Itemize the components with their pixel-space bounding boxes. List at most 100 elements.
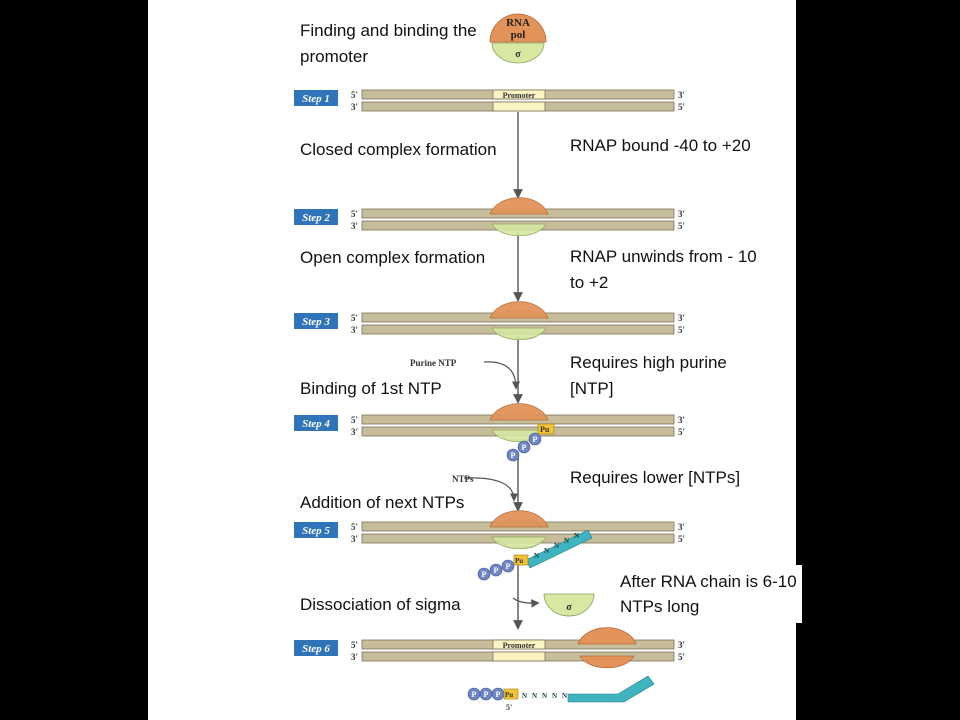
promoter-box-bottom <box>492 101 546 112</box>
rna-base-n-step5: N <box>574 532 579 540</box>
dna-5prime-top: 5' <box>351 640 358 650</box>
phosphate-3-step6: P <box>491 687 505 701</box>
rna-base-n-step6: N <box>562 692 567 700</box>
dna-5prime-bottom: 5' <box>678 652 685 662</box>
step-badge-text: Step 2 <box>302 212 330 224</box>
dna-3prime-top: 3' <box>678 415 685 425</box>
step-badge-4: Step 4 <box>294 415 338 431</box>
promoter-label: Promoter <box>503 91 536 100</box>
promoter-box-top <box>492 639 546 650</box>
purine-pu-label-step4: Pu <box>540 425 550 434</box>
dna-5prime-top: 5' <box>351 209 358 219</box>
dna-5prime-bottom: 5' <box>678 102 685 112</box>
step-badge-bg <box>294 415 338 431</box>
label-unwinds: RNAP unwinds from - 10 to +2 <box>570 247 757 292</box>
dna-3prime-top: 3' <box>678 640 685 650</box>
label-next-ntps: Addition of next NTPs <box>300 493 465 512</box>
step-badge-text: Step 5 <box>302 525 330 537</box>
dna-3prime-bottom: 3' <box>351 325 358 335</box>
bound-rnap-top <box>489 301 549 319</box>
dna-5prime-bottom: 5' <box>678 427 685 437</box>
ntps-label: NTPs <box>452 474 474 484</box>
sigma-label: σ <box>515 49 521 60</box>
rna-chain-step5 <box>525 529 593 569</box>
step-badge-text: Step 4 <box>302 418 330 430</box>
bound-rnap-top <box>489 197 549 215</box>
released-sigma <box>543 593 595 617</box>
bound-sigma <box>491 223 547 237</box>
rna-base-n-step6: N <box>552 692 557 700</box>
rna-transcript-step6 <box>567 675 655 703</box>
rna-5prime-label: 5' <box>506 703 512 712</box>
dna-3prime-top: 3' <box>678 209 685 219</box>
phosphate-circle <box>528 432 542 446</box>
dna-3prime-bottom: 3' <box>351 534 358 544</box>
promoter-box-top <box>492 89 546 100</box>
phosphate-letter: P <box>522 443 527 452</box>
purine-ntp-label: Purine NTP <box>410 358 457 368</box>
phosphate-letter: P <box>472 690 477 699</box>
phosphate-letter: P <box>496 690 501 699</box>
purine-ntp-arrow <box>483 361 521 390</box>
label-first-ntp: Binding of 1st NTP <box>300 379 442 398</box>
phosphate-2-step4: P <box>517 440 531 454</box>
purine-nucleotide-step6 <box>503 688 519 700</box>
dna-3prime-top: 3' <box>678 522 685 532</box>
rnap-label-pol: pol <box>511 29 526 41</box>
phosphate-letter: P <box>482 570 487 579</box>
step-badge-2: Step 2 <box>294 209 338 225</box>
rna-base-n-step5: N <box>534 552 539 560</box>
phosphate-2-step5: P <box>489 563 503 577</box>
elongating-complex <box>489 510 549 550</box>
phosphate-circle <box>489 563 503 577</box>
rna-base-n-step5: N <box>554 542 559 550</box>
label-open-complex: Open complex formation <box>300 248 486 267</box>
bound-rnap-top <box>489 510 549 528</box>
dna-5prime-top: 5' <box>351 415 358 425</box>
dna-3prime-bottom: 3' <box>351 102 358 112</box>
dna-5prime-top: 5' <box>351 313 358 323</box>
rna-base-n-step6: N <box>532 692 537 700</box>
label-finding-binding: Finding and binding the promoter <box>300 21 477 66</box>
phosphate-circle <box>501 559 515 573</box>
released-sigma-label: σ <box>566 602 572 613</box>
step-badge-bg <box>294 313 338 329</box>
dna-5prime-top: 5' <box>351 90 358 100</box>
dna-3prime-bottom: 3' <box>351 652 358 662</box>
phosphate-2-step6: P <box>479 687 493 701</box>
rna-base-n-step6: N <box>542 692 547 700</box>
dna-3prime-bottom: 3' <box>351 221 358 231</box>
promoter-box-bottom <box>492 651 546 662</box>
step-badge-bg <box>294 90 338 106</box>
promoter-label: Promoter <box>503 641 536 650</box>
purine-pu-label-step6: Pu <box>505 691 513 699</box>
elongating-rnap-top <box>577 627 637 645</box>
bound-sigma <box>491 536 547 550</box>
phosphate-circle <box>517 440 531 454</box>
phosphate-circle <box>506 448 520 462</box>
step-badge-3: Step 3 <box>294 313 338 329</box>
step-badge-text: Step 3 <box>302 316 330 328</box>
label-after-chain: After RNA chain is 6-10 NTPs long <box>620 572 797 616</box>
open-complex <box>489 301 549 341</box>
dna-5prime-bottom: 5' <box>678 534 685 544</box>
dna-3prime-top: 3' <box>678 313 685 323</box>
label-high-purine: Requires high purine [NTP] <box>570 353 727 398</box>
phosphate-letter: P <box>506 562 511 571</box>
phosphate-1-step5: P <box>477 567 491 581</box>
purine-nucleotide-step4 <box>537 423 555 435</box>
phosphate-letter: P <box>533 435 538 444</box>
step-badge-bg <box>294 209 338 225</box>
step-badge-bg <box>294 522 338 538</box>
phosphate-circle <box>477 567 491 581</box>
label-lower-ntps: Requires lower [NTPs] <box>570 468 741 487</box>
bound-sigma <box>491 327 547 341</box>
bound-rnap-top <box>489 403 549 421</box>
dna-3prime-bottom: 3' <box>351 427 358 437</box>
dna-5prime-top: 5' <box>351 522 358 532</box>
ntps-arrow <box>463 477 519 502</box>
purine-pu-label-step5: Pu <box>515 557 523 565</box>
step-badge-text: Step 6 <box>302 643 330 655</box>
